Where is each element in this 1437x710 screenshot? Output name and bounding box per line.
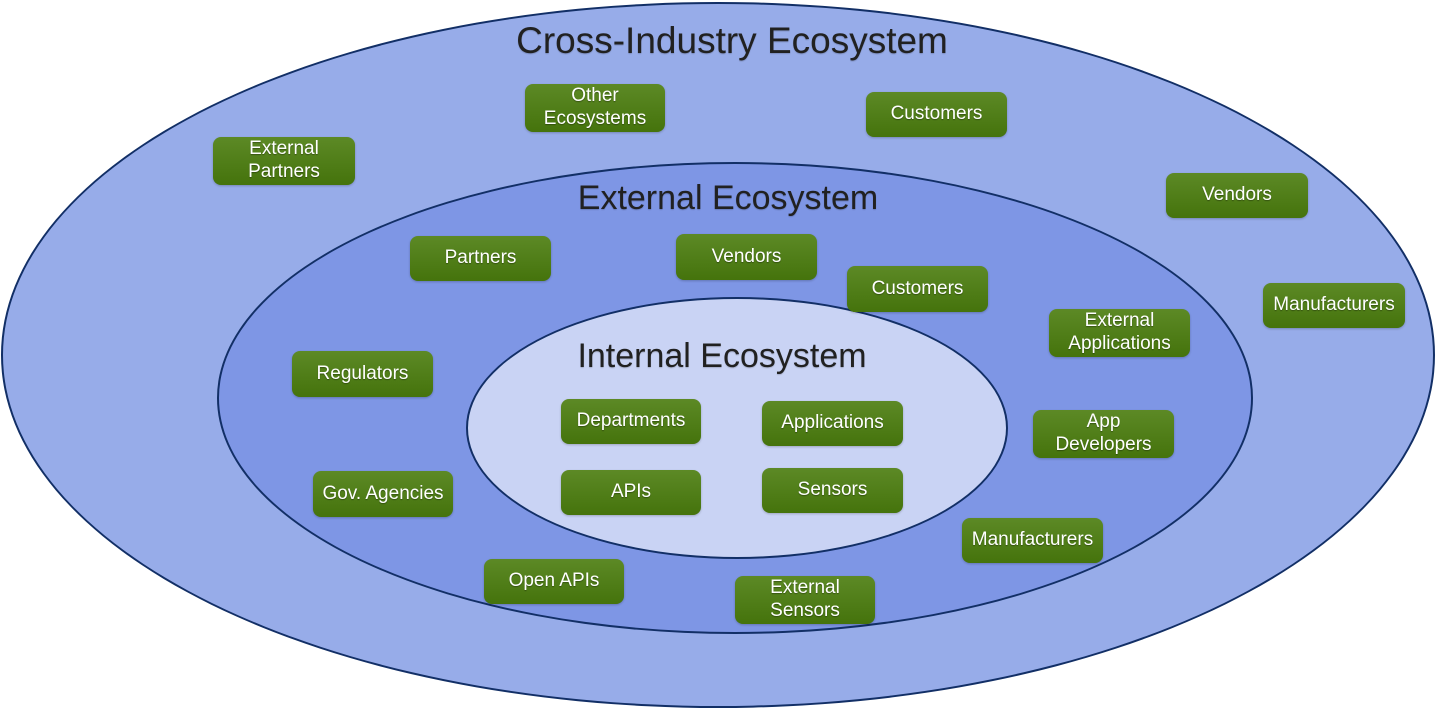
internal-ecosystem-title: Internal Ecosystem (577, 337, 867, 375)
node-customers-cross: Customers (866, 92, 1007, 137)
node-partners: Partners (410, 236, 551, 281)
node-customers-external: Customers (847, 266, 988, 312)
cross-industry-ecosystem-title: Cross-Industry Ecosystem (516, 20, 948, 61)
node-gov-agencies: Gov. Agencies (313, 471, 453, 517)
node-apis: APIs (561, 470, 701, 515)
node-external-partners: External Partners (213, 137, 355, 185)
node-app-developers: App Developers (1033, 410, 1174, 458)
node-vendors-external: Vendors (676, 234, 817, 280)
node-other-ecosystems: Other Ecosystems (525, 84, 665, 132)
node-external-applications: External Applications (1049, 309, 1190, 357)
node-manufacturers-cross: Manufacturers (1263, 283, 1405, 328)
node-departments: Departments (561, 399, 701, 444)
node-applications: Applications (762, 401, 903, 446)
internal-ecosystem-ellipse (466, 297, 1008, 559)
node-external-sensors: External Sensors (735, 576, 875, 624)
external-ecosystem-title: External Ecosystem (577, 179, 879, 217)
node-sensors: Sensors (762, 468, 903, 513)
node-vendors-cross: Vendors (1166, 173, 1308, 218)
node-regulators: Regulators (292, 351, 433, 397)
node-open-apis: Open APIs (484, 559, 624, 604)
node-manufacturers-external: Manufacturers (962, 518, 1103, 563)
